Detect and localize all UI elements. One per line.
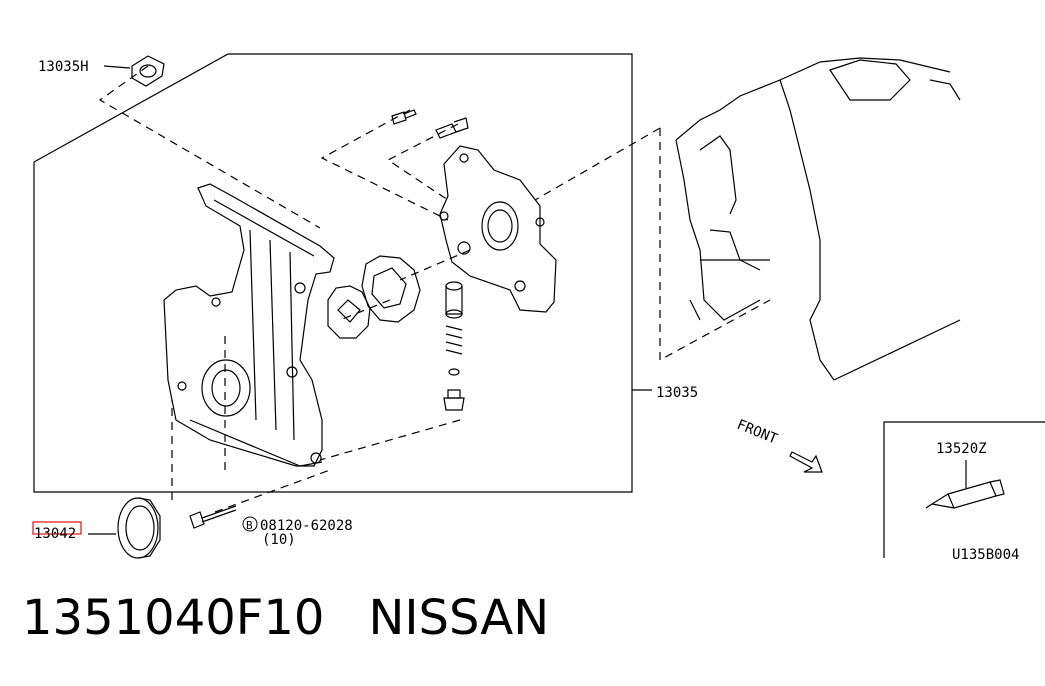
part-number: 1351040F10 [22,590,325,646]
relief-valve-parts [443,281,465,411]
bolt-symbol: B [246,519,253,532]
part-highlight [32,521,82,535]
label-gasket: 13035H [38,59,89,75]
oil-seal-part [117,497,161,559]
label-bolt: 08120-62028 [260,518,353,534]
label-cover: 13035 [656,385,698,401]
label-seal: 13042 [34,526,76,542]
front-arrow-icon [789,451,823,473]
front-cover-part [163,183,335,467]
label-sealant: 13520Z [936,441,987,457]
gasket-part [131,55,165,87]
sealant-inset-frame [883,421,1045,558]
label-figure-code: U135B004 [952,547,1019,563]
label-front: FRONT [735,417,781,448]
sealant-tube [925,479,1005,509]
brand-name: NISSAN [368,590,550,646]
pump-housing-part [439,145,557,313]
assembly-frame [33,53,633,493]
parts-diagram: 13035H 13035 13042 B 08120-62028 (10) 13… [32,53,1045,563]
label-bolt-qty: (10) [262,532,296,548]
pump-gears [327,255,421,339]
engine-block [675,57,961,381]
bolts [189,109,469,529]
bolt-symbol-circle [242,516,258,532]
